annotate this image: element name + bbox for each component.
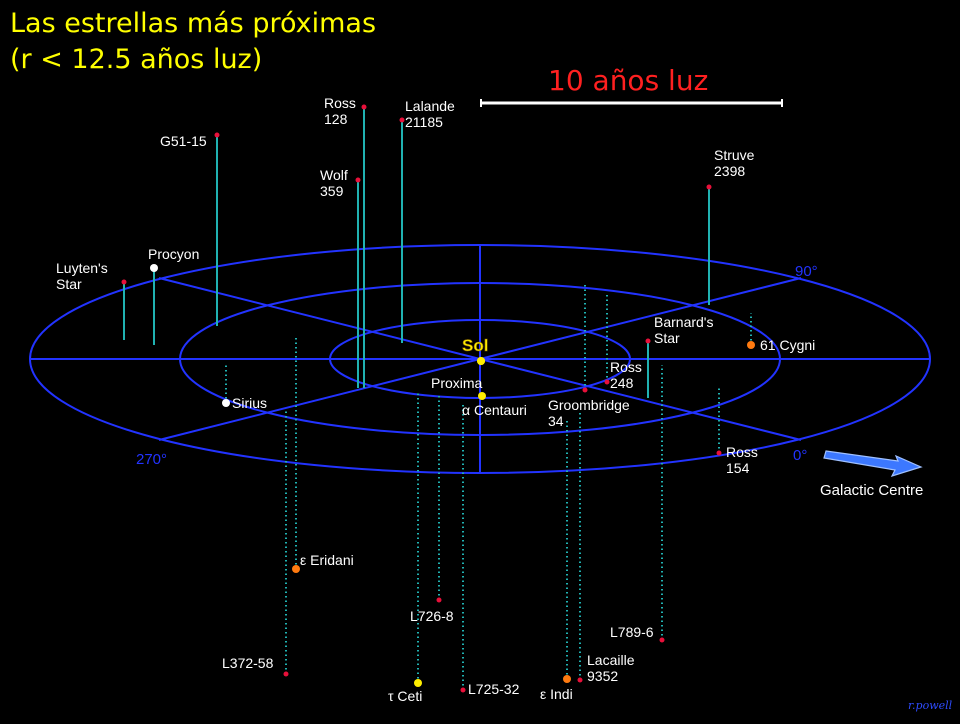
barnards-star-label-line: Barnard's [654, 314, 713, 330]
angle-label-0: 0° [793, 447, 807, 464]
ross-154-marker [716, 450, 722, 456]
alpha-centauri-marker [478, 392, 486, 400]
alpha-centauri-label-line: α Centauri [462, 402, 527, 418]
tau-ceti-label: τ Ceti [388, 688, 422, 704]
sirius-marker [222, 399, 230, 407]
ross-128-label-line: 128 [324, 111, 348, 127]
struve-2398-marker [706, 184, 712, 190]
galactic-centre-label: Galactic Centre [820, 482, 923, 499]
epsilon-indi-label: ε Indi [540, 686, 573, 702]
lalande-21185-marker [399, 117, 405, 123]
g51-15-label: G51-15 [160, 133, 207, 149]
l372-58-label: L372-58 [222, 655, 274, 671]
l726-8-marker [436, 597, 442, 603]
l725-32-marker [460, 687, 466, 693]
credit-signature: r.powell [908, 699, 953, 712]
tau-ceti-marker [414, 679, 422, 687]
g51-15-marker [214, 132, 220, 138]
ross-154-label-line: Ross [726, 444, 758, 460]
sun-marker [477, 357, 485, 365]
l372-58-marker [283, 671, 289, 677]
scale-label: 10 años luz [548, 64, 709, 97]
g51-15-label-line: G51-15 [160, 133, 207, 149]
proxima-label: Proxima [431, 375, 483, 391]
star-stems [123, 107, 752, 690]
angle-label-270: 270° [136, 451, 167, 468]
l789-6-label: L789-6 [610, 624, 654, 640]
luytens-star-label-line: Luyten's [56, 260, 108, 276]
ross-248-label-line: 248 [610, 375, 634, 391]
61-cygni-marker [747, 341, 755, 349]
angle-label-90: 90° [795, 263, 818, 280]
barnards-star-label-line: Star [654, 330, 680, 346]
epsilon-indi-label-line: ε Indi [540, 686, 573, 702]
sun-label: Sol [462, 336, 488, 355]
struve-2398-label-line: 2398 [714, 163, 745, 179]
tau-ceti-label-line: τ Ceti [388, 688, 422, 704]
lacaille-9352-marker [577, 677, 583, 683]
lacaille-9352-label-line: 9352 [587, 668, 618, 684]
title-line-1: Las estrellas más próximas [10, 8, 377, 39]
lacaille-9352-label-line: Lacaille [587, 652, 635, 668]
procyon-label: Procyon [148, 246, 199, 262]
groombridge-34-label-line: Groombridge [548, 397, 630, 413]
epsilon-eridani-marker [292, 565, 300, 573]
luytens-star-label-line: Star [56, 276, 82, 292]
groombridge-34-marker [582, 387, 588, 393]
sirius-label-line: Sirius [232, 395, 267, 411]
ross-248-marker [604, 379, 610, 385]
ross-248-label-line: Ross [610, 359, 642, 375]
luytens-star-marker [121, 279, 127, 285]
wolf-359-label-line: Wolf [320, 167, 348, 183]
l789-6-marker [659, 637, 665, 643]
struve-2398-label-line: Struve [714, 147, 755, 163]
proxima-label-line: Proxima [431, 375, 483, 391]
ross-128-label-line: Ross [324, 95, 356, 111]
l725-32-label-line: L725-32 [468, 681, 520, 697]
l726-8-label: L726-8 [410, 608, 454, 624]
star-markers [121, 104, 755, 693]
alpha-centauri-label: α Centauri [462, 402, 527, 418]
wolf-359-label-line: 359 [320, 183, 344, 199]
lalande-21185-label-line: 21185 [405, 114, 443, 130]
ross-154-label-line: 154 [726, 460, 750, 476]
procyon-marker [150, 264, 158, 272]
scale-bar [480, 99, 783, 107]
galactic-centre-arrow-icon [823, 450, 923, 477]
barnards-star-marker [645, 338, 651, 344]
ross-128-marker [361, 104, 367, 110]
groombridge-34-label-line: 34 [548, 413, 564, 429]
epsilon-eridani-label: ε Eridani [300, 552, 354, 568]
wolf-359-marker [355, 177, 361, 183]
l726-8-label-line: L726-8 [410, 608, 454, 624]
l372-58-label-line: L372-58 [222, 655, 274, 671]
lalande-21185-label-line: Lalande [405, 98, 455, 114]
l725-32-label: L725-32 [468, 681, 520, 697]
sirius-label: Sirius [232, 395, 267, 411]
61-cygni-label-line: 61 Cygni [760, 337, 815, 353]
epsilon-indi-marker [563, 675, 571, 683]
61-cygni-label: 61 Cygni [760, 337, 815, 353]
l789-6-label-line: L789-6 [610, 624, 654, 640]
procyon-label-line: Procyon [148, 246, 199, 262]
epsilon-eridani-label-line: ε Eridani [300, 552, 354, 568]
title-line-2: (r < 12.5 años luz) [10, 44, 263, 75]
